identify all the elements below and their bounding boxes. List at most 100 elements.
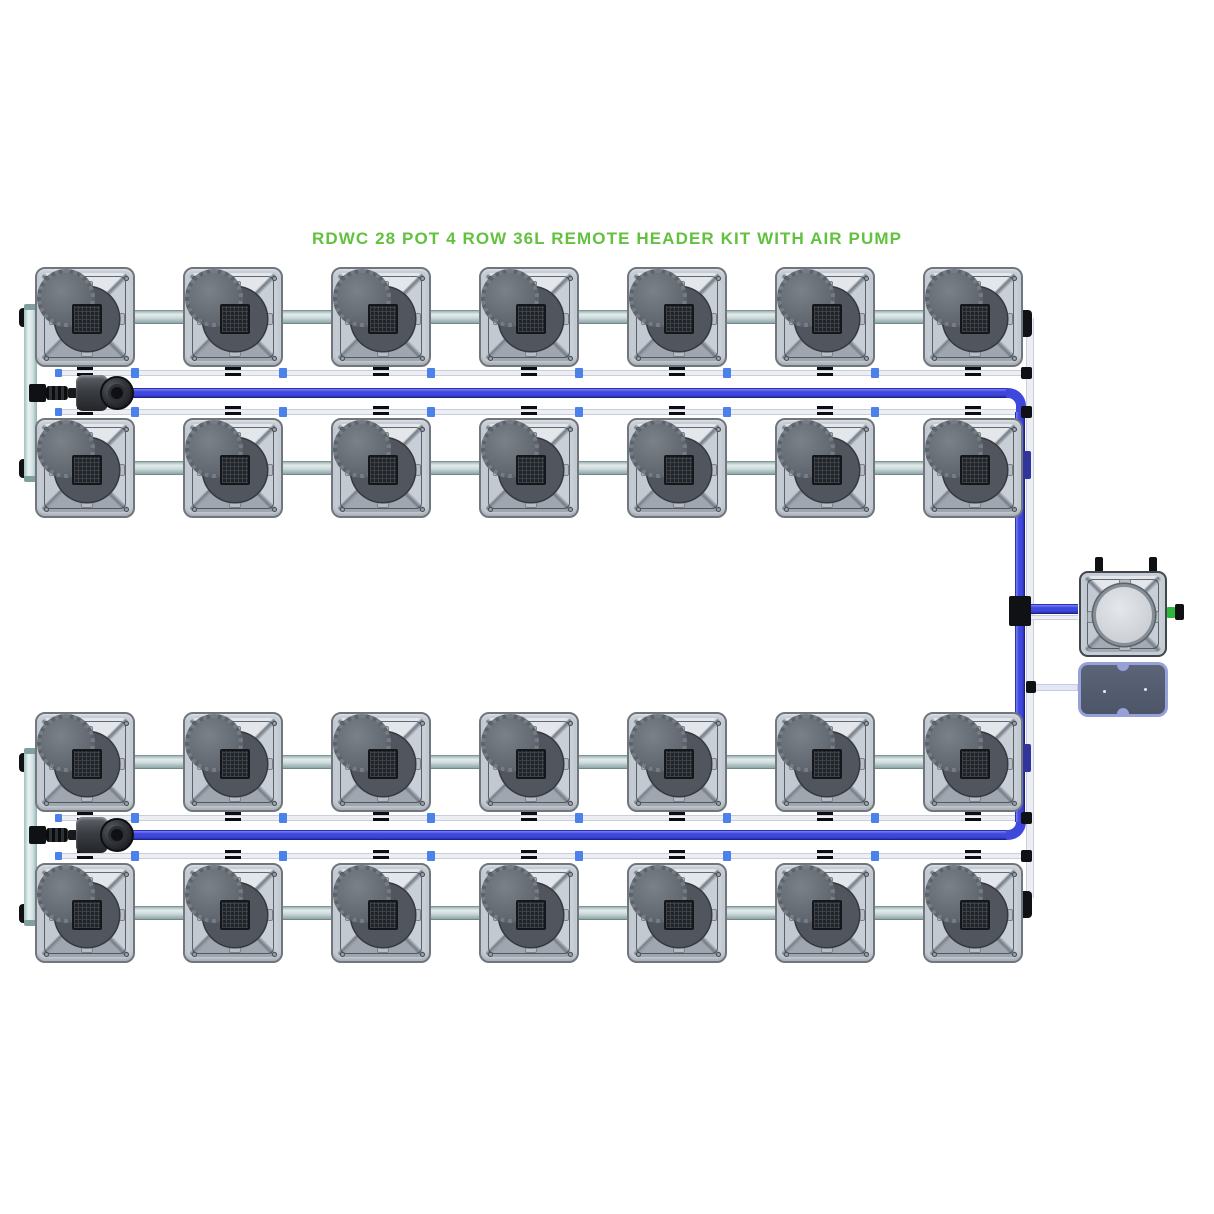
tank-tab-west	[1087, 611, 1093, 623]
corner-screw	[716, 507, 721, 512]
grey-pot-interconnect-pipe	[133, 310, 185, 324]
pot-mesh-insert	[664, 455, 694, 485]
blue-feed-line	[128, 830, 1006, 840]
corner-screw	[420, 356, 425, 361]
pipe-clamp	[965, 412, 981, 415]
pot	[627, 863, 727, 963]
pipe-clamp	[669, 412, 685, 415]
lid-tab-south	[525, 351, 537, 357]
blue-connector	[279, 407, 287, 417]
lid-tab-south	[969, 947, 981, 953]
pot-mesh-insert	[72, 749, 102, 779]
pot-lid	[185, 269, 243, 327]
corner-screw	[340, 507, 345, 512]
pipe-clamp	[817, 850, 833, 853]
pipe-clamp	[225, 812, 241, 815]
pipe-clamp	[521, 373, 537, 376]
pipe-clamp	[817, 373, 833, 376]
pipe-clamp	[817, 818, 833, 821]
pot-mesh-insert	[960, 900, 990, 930]
tank-lid-ring	[1093, 584, 1155, 646]
pipe-clamp	[521, 818, 537, 821]
grey-pot-interconnect-pipe	[725, 310, 777, 324]
pipe-clamp	[77, 373, 93, 376]
lid-tab-south	[821, 502, 833, 508]
left-pipe-cap-top	[24, 748, 37, 754]
lid-tab-east	[119, 909, 125, 921]
corner-screw	[568, 276, 573, 281]
air-pump-top	[1081, 665, 1165, 714]
corner-screw	[636, 507, 641, 512]
grey-pot-interconnect-pipe	[577, 906, 629, 920]
pot	[627, 418, 727, 518]
pot-lid	[777, 269, 835, 327]
white-return-line	[58, 815, 1028, 821]
pot	[35, 267, 135, 367]
corner-screw	[488, 507, 493, 512]
pot-mesh-insert	[220, 455, 250, 485]
pot-mesh-insert	[368, 455, 398, 485]
lid-tab-east	[1007, 464, 1013, 476]
pipe-clamp	[225, 412, 241, 415]
pipe-clamp	[521, 412, 537, 415]
pot-lid	[481, 420, 539, 478]
corner-screw	[932, 952, 937, 957]
corner-screw	[340, 356, 345, 361]
corner-screw	[272, 427, 277, 432]
blue-connector	[131, 851, 139, 861]
pot-edge-stub	[1022, 451, 1031, 479]
pot-lid	[481, 865, 539, 923]
lid-tab-south	[229, 502, 241, 508]
corner-screw	[124, 507, 129, 512]
pot-mesh-insert	[516, 900, 546, 930]
pot	[923, 863, 1023, 963]
pot-mesh-insert	[368, 900, 398, 930]
pot-lid	[37, 865, 95, 923]
pot-mesh-insert	[368, 304, 398, 334]
pot	[35, 418, 135, 518]
pipe-clamp	[669, 367, 685, 370]
grey-pot-interconnect-pipe	[281, 906, 333, 920]
grey-pot-interconnect-pipe	[577, 755, 629, 769]
lid-tab-south	[81, 796, 93, 802]
corner-screw	[420, 427, 425, 432]
lid-tab-south	[969, 796, 981, 802]
pipe-clamp	[669, 812, 685, 815]
corner-screw	[488, 952, 493, 957]
corner-screw	[420, 952, 425, 957]
pot-mesh-insert	[72, 455, 102, 485]
grey-pot-interconnect-pipe	[577, 461, 629, 475]
lid-tab-east	[859, 464, 865, 476]
lid-tab-south	[525, 947, 537, 953]
grey-pot-interconnect-pipe	[725, 906, 777, 920]
return-to-tank	[1031, 615, 1078, 620]
grey-pot-interconnect-pipe	[725, 755, 777, 769]
pot-mesh-insert	[516, 749, 546, 779]
lid-tab-east	[859, 313, 865, 325]
corner-screw	[784, 356, 789, 361]
corner-screw	[272, 276, 277, 281]
pipe-clamp	[225, 406, 241, 409]
pipe-clamp	[225, 856, 241, 859]
blue-connector	[723, 407, 731, 417]
lid-tab-south	[377, 351, 389, 357]
return-line-connector	[1021, 406, 1032, 418]
lid-tab-south	[821, 796, 833, 802]
grey-pot-interconnect-pipe	[429, 755, 481, 769]
corner-screw	[124, 952, 129, 957]
pot-mesh-insert	[220, 304, 250, 334]
grey-pot-interconnect-pipe	[873, 755, 925, 769]
pot	[35, 863, 135, 963]
feed-line-corner	[1006, 388, 1026, 414]
corner-screw	[864, 427, 869, 432]
grey-pot-interconnect-pipe	[873, 906, 925, 920]
corner-screw	[1012, 721, 1017, 726]
blue-connector	[575, 407, 583, 417]
air-pump-screw-left	[1103, 690, 1106, 693]
corner-screw	[864, 507, 869, 512]
air-pump-screw-right	[1144, 688, 1147, 691]
corner-screw	[864, 952, 869, 957]
corner-screw	[716, 721, 721, 726]
lid-tab-south	[81, 947, 93, 953]
corner-screw	[192, 356, 197, 361]
